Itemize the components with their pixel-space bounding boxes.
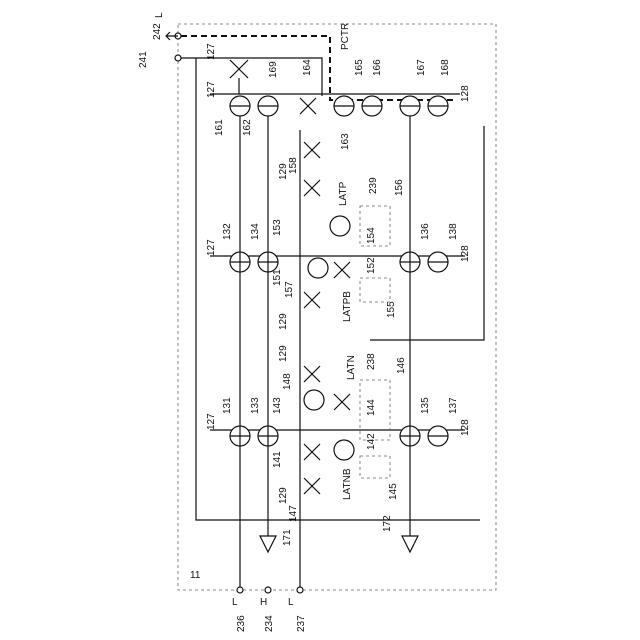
ref-172: 172 bbox=[382, 515, 393, 532]
bottom-row bbox=[210, 366, 465, 494]
ref-138: 138 bbox=[448, 223, 459, 240]
switch-152 bbox=[334, 262, 350, 278]
ref-144: 144 bbox=[366, 399, 377, 416]
ref-169: 169 bbox=[268, 61, 279, 78]
label-latpb: LATPB bbox=[342, 291, 353, 322]
label-latn: LATN bbox=[346, 355, 357, 380]
ref-164: 164 bbox=[302, 59, 313, 76]
ref-128-b: 128 bbox=[460, 245, 471, 262]
switch-157 bbox=[304, 292, 320, 308]
ref-171: 171 bbox=[282, 529, 293, 546]
device-168 bbox=[428, 96, 448, 116]
ref-239: 239 bbox=[368, 177, 379, 194]
ref-148: 148 bbox=[282, 373, 293, 390]
label-236: 236 bbox=[236, 615, 247, 632]
ref-127-a: 127 bbox=[206, 81, 217, 98]
label-terminal-242: 242 bbox=[152, 23, 163, 40]
ref-162: 162 bbox=[242, 119, 253, 136]
label-top-level: L bbox=[154, 12, 165, 18]
ref-154: 154 bbox=[366, 227, 377, 244]
ref-128-a: 128 bbox=[460, 85, 471, 102]
ref-141: 141 bbox=[272, 451, 283, 468]
level-237: L bbox=[288, 597, 294, 608]
ref-238: 238 bbox=[366, 353, 377, 370]
level-236: L bbox=[232, 597, 238, 608]
ref-134: 134 bbox=[250, 223, 261, 240]
switch-164 bbox=[300, 98, 316, 114]
ref-132: 132 bbox=[222, 223, 233, 240]
device-151 bbox=[308, 258, 328, 278]
level-234: H bbox=[260, 597, 267, 608]
supply-line bbox=[181, 58, 322, 96]
ref-127-b: 127 bbox=[206, 239, 217, 256]
ref-161: 161 bbox=[214, 119, 225, 136]
ref-153: 153 bbox=[272, 219, 283, 236]
terminal-237 bbox=[297, 587, 303, 593]
ref-142: 142 bbox=[366, 433, 377, 450]
ref-131: 131 bbox=[222, 397, 233, 414]
device-143 bbox=[304, 390, 324, 410]
switch-144 bbox=[334, 394, 350, 410]
ref-143: 143 bbox=[272, 397, 283, 414]
label-block-11: 11 bbox=[190, 570, 201, 581]
ref-155: 155 bbox=[386, 301, 397, 318]
ref-163: 163 bbox=[340, 133, 351, 150]
label-latnb: LATNB bbox=[342, 468, 353, 500]
label-237: 237 bbox=[296, 615, 307, 632]
ref-151: 151 bbox=[272, 269, 283, 286]
latch-box-145 bbox=[360, 456, 390, 478]
ref-157: 157 bbox=[284, 281, 295, 298]
ref-168: 168 bbox=[440, 59, 451, 76]
device-162 bbox=[258, 96, 278, 116]
ref-133: 133 bbox=[250, 397, 261, 414]
switch-147 bbox=[304, 478, 320, 494]
ref-167: 167 bbox=[416, 59, 427, 76]
terminal-234 bbox=[265, 587, 271, 593]
label-234: 234 bbox=[264, 615, 275, 632]
device-161 bbox=[230, 96, 250, 116]
ref-135: 135 bbox=[420, 397, 431, 414]
device-138 bbox=[428, 252, 448, 272]
device-165 bbox=[334, 96, 354, 116]
label-pctr: PCTR bbox=[340, 23, 351, 50]
pctr-line bbox=[181, 36, 456, 100]
device-166 bbox=[362, 96, 382, 116]
latch-box-155 bbox=[360, 278, 390, 302]
device-167 bbox=[400, 96, 420, 116]
ref-127-top: 127 bbox=[206, 43, 217, 60]
ref-127-c: 127 bbox=[206, 413, 217, 430]
device-154 bbox=[330, 216, 350, 236]
ref-146: 146 bbox=[396, 357, 407, 374]
switch-148 bbox=[304, 366, 320, 382]
ref-145: 145 bbox=[388, 483, 399, 500]
inverter-172 bbox=[402, 536, 418, 552]
switch-163 bbox=[304, 142, 320, 158]
inverter-171 bbox=[260, 536, 276, 552]
ref-147: 147 bbox=[288, 505, 299, 522]
ref-129-b: 129 bbox=[278, 313, 289, 330]
ref-137: 137 bbox=[448, 397, 459, 414]
ref-129-d: 129 bbox=[278, 487, 289, 504]
switch-169 bbox=[230, 60, 248, 94]
ref-166: 166 bbox=[372, 59, 383, 76]
ref-165: 165 bbox=[354, 59, 365, 76]
ref-128-c: 128 bbox=[460, 419, 471, 436]
device-137 bbox=[428, 426, 448, 446]
ref-152: 152 bbox=[366, 257, 377, 274]
ref-136: 136 bbox=[420, 223, 431, 240]
device-142 bbox=[334, 440, 354, 460]
terminal-242 bbox=[175, 55, 181, 61]
switch-158 bbox=[304, 180, 320, 196]
label-latp: LATP bbox=[338, 181, 349, 206]
ref-156: 156 bbox=[394, 179, 405, 196]
terminal-236 bbox=[237, 587, 243, 593]
ref-158: 158 bbox=[288, 157, 299, 174]
switch-141 bbox=[304, 444, 320, 460]
label-terminal-241: 241 bbox=[138, 51, 149, 68]
ref-129-c: 129 bbox=[278, 345, 289, 362]
